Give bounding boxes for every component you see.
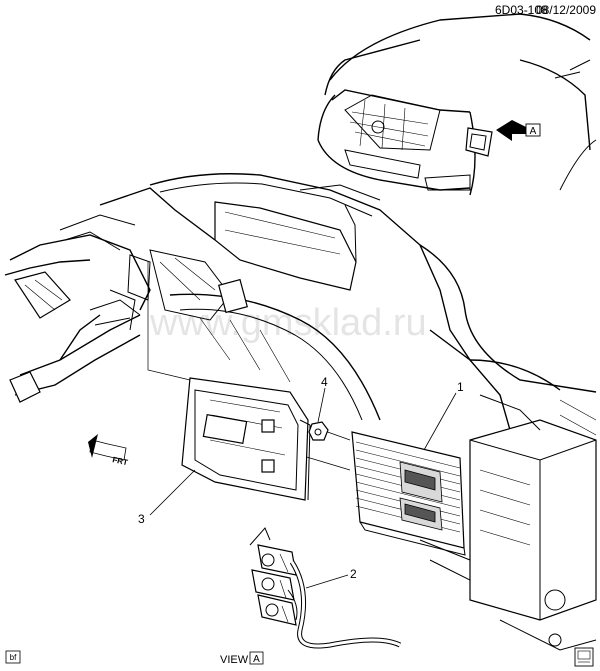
- view-label-text: VIEW: [220, 654, 249, 666]
- callout-4: 4: [321, 375, 328, 389]
- corner-tag-box: [5, 650, 21, 664]
- callout-leaders: [149, 387, 457, 589]
- callout-2: 2: [350, 567, 357, 581]
- diagram-code: 6D03-108: [495, 3, 548, 17]
- callout-1: 1: [457, 380, 464, 394]
- watermark: www.gmsklad.ru: [149, 302, 427, 344]
- ecm-module: [351, 431, 466, 556]
- view-label-letter: A: [253, 654, 260, 665]
- front-indicator-label: FRT: [112, 455, 129, 467]
- view-arrow: A: [496, 120, 541, 141]
- document-icon: [574, 647, 594, 667]
- vehicle-front-view: [317, 13, 597, 196]
- view-label: VIEW A: [220, 651, 264, 666]
- callout-3: 3: [138, 512, 145, 526]
- corner-tag-left: bf: [10, 653, 17, 662]
- front-indicator: FRT: [88, 434, 129, 467]
- engine-compartment: [4, 173, 597, 651]
- bracket-nut: [308, 421, 329, 441]
- wiring-harness: [249, 527, 402, 649]
- view-arrow-letter: A: [530, 126, 537, 137]
- diagram-date: 08/12/2009: [536, 3, 596, 17]
- ecm-bracket: [181, 377, 311, 501]
